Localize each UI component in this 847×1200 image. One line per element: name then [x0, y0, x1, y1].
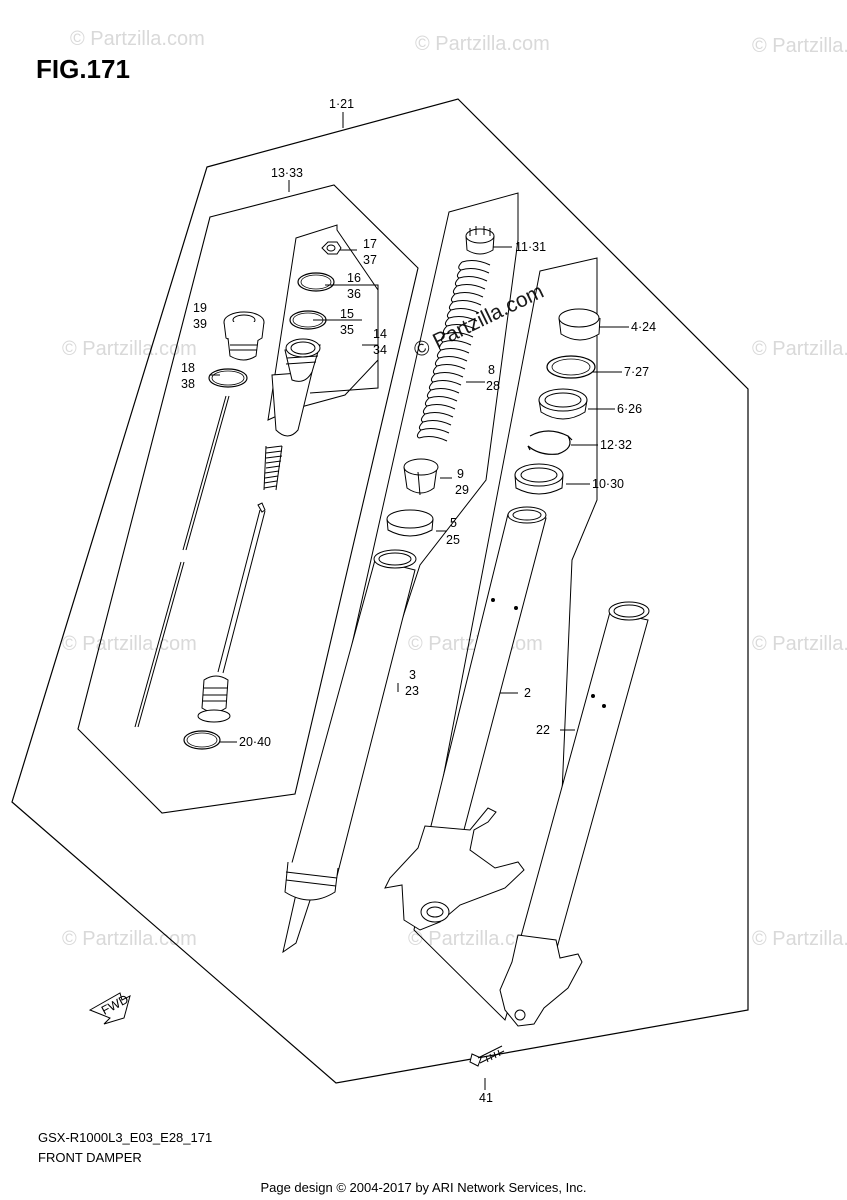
part-2-outer-tube — [384, 506, 547, 931]
callout-22: 22 — [536, 723, 550, 737]
callout-9: 9 — [457, 467, 464, 481]
callout-7-27: 7·27 — [624, 365, 649, 379]
part-19-cap — [223, 311, 265, 361]
watermark: © Partzilla.com — [752, 338, 847, 360]
watermark: © Partzilla.com — [752, 633, 847, 655]
inner-tube-group-outline — [282, 192, 519, 954]
part-17-nut — [321, 241, 342, 255]
part-piston-rod — [197, 502, 266, 723]
callout-17: 17 — [363, 237, 377, 251]
watermark: © Partzilla.com — [752, 928, 847, 950]
callout-6-26: 6·26 — [617, 402, 642, 416]
callout-39: 39 — [193, 317, 207, 331]
part-12-stopper-ring — [527, 430, 573, 455]
part-4-bush — [558, 308, 601, 341]
callout-8: 8 — [488, 363, 495, 377]
watermark: © Partzilla.com — [408, 928, 543, 950]
callout-19: 19 — [193, 301, 207, 315]
part-8-fork-spring — [416, 260, 491, 442]
callout-10-30: 10·30 — [592, 477, 624, 491]
callout-1-21: 1·21 — [329, 97, 354, 111]
watermark: © Partzilla.com — [415, 33, 550, 55]
callout-28: 28 — [486, 379, 500, 393]
part-22-outer-tube — [499, 601, 650, 1027]
part-10-dust-seal — [514, 463, 564, 495]
watermark: © Partzilla.com — [70, 28, 205, 50]
figure-code: GSX-R1000L3_E03_E28_171 — [38, 1130, 213, 1145]
callout-labels: 1·21 13·33 17 37 16 36 15 35 14 34 19 39… — [181, 97, 656, 1105]
watermark: © Partzilla.com — [752, 35, 847, 57]
watermark: © Partzilla.com — [62, 928, 197, 950]
part-9-spacer — [403, 458, 439, 496]
part-41-bolt — [469, 1045, 505, 1067]
part-20-oring — [183, 730, 221, 750]
callout-5: 5 — [450, 516, 457, 530]
callout-16: 16 — [347, 271, 361, 285]
page-footer: Page design © 2004-2017 by ARI Network S… — [260, 1180, 587, 1195]
callout-13-33: 13·33 — [271, 166, 303, 180]
callout-14: 14 — [373, 327, 387, 341]
callout-34: 34 — [373, 343, 387, 357]
figure-caption: FRONT DAMPER — [38, 1150, 142, 1165]
callout-35: 35 — [340, 323, 354, 337]
part-7-washer — [546, 355, 596, 379]
callout-15: 15 — [340, 307, 354, 321]
part-6-oil-seal — [538, 388, 588, 420]
watermark: © Partzilla.com — [62, 338, 197, 360]
forward-direction-arrow: FWD — [88, 992, 131, 1025]
leader-lines — [210, 112, 629, 1090]
part-18-oring — [208, 368, 248, 388]
callout-20-40: 20·40 — [239, 735, 271, 749]
part-11-spring-seat — [465, 226, 495, 255]
callout-36: 36 — [347, 287, 361, 301]
cartridge-outline-13-33 — [77, 184, 419, 814]
callout-29: 29 — [455, 483, 469, 497]
callout-12-32: 12·32 — [600, 438, 632, 452]
figure-title: FIG.171 — [36, 54, 130, 84]
callout-41: 41 — [479, 1091, 493, 1105]
part-16-oring — [297, 272, 335, 292]
part-14-cylinder — [271, 338, 321, 437]
callout-38: 38 — [181, 377, 195, 391]
part-15-oring — [289, 310, 327, 330]
callout-37: 37 — [363, 253, 377, 267]
callout-18: 18 — [181, 361, 195, 375]
callout-25: 25 — [446, 533, 460, 547]
part-small-spring — [263, 445, 283, 491]
callout-4-24: 4·24 — [631, 320, 656, 334]
part-3-inner-tube — [284, 549, 417, 901]
part-damper-rod — [134, 395, 230, 728]
assembly-outline-1-21 — [11, 98, 749, 1084]
watermark: © Partzilla.com — [62, 633, 197, 655]
callout-2: 2 — [524, 686, 531, 700]
outer-tube-group-outline — [413, 257, 598, 1021]
callout-3: 3 — [409, 668, 416, 682]
callout-23: 23 — [405, 684, 419, 698]
part-5-bush — [386, 509, 434, 537]
callout-11-31: 11·31 — [515, 240, 546, 254]
